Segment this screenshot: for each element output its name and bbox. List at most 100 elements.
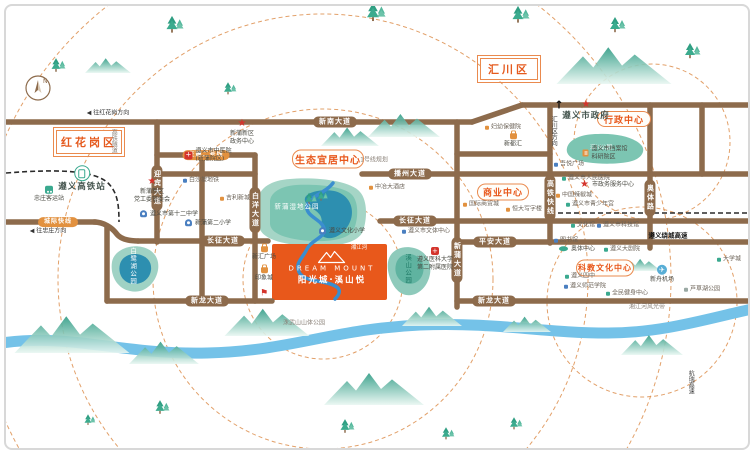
center-box: 行政中心 — [597, 111, 651, 127]
school-badge-icon — [184, 219, 192, 227]
label-text: 中冶大酒店 — [374, 183, 406, 191]
flag-icon: ⚑ — [259, 288, 269, 299]
label-text: 溪山公园 — [403, 254, 412, 284]
map-text-label: 中国辣椒城 — [555, 192, 592, 200]
shopping-bag-icon — [260, 243, 268, 253]
hospital-cross-icon: + — [184, 150, 193, 159]
park-area — [395, 254, 424, 284]
mountain-icon — [85, 58, 131, 73]
poi-label: 遵义文化小学 — [329, 227, 365, 235]
poi-label: 遵义市第十二中学 — [150, 210, 198, 218]
pine-tree-icon — [51, 58, 66, 72]
poi-label-line: 新蒲第二小学 — [194, 219, 232, 227]
road-label-pill: 新龙大道 — [472, 295, 516, 307]
road-label-pill: 新蒲大道 — [451, 237, 463, 283]
label-text: 湘江河风光带 — [628, 303, 666, 311]
label-text: 文化馆 — [576, 221, 596, 229]
poi-dot-icon — [401, 230, 406, 234]
poi-dot-icon — [553, 163, 558, 167]
dream-mount-logo-icon — [318, 250, 346, 264]
school-poi: 遵义文化小学 — [318, 227, 365, 235]
pine-tree-icon — [442, 427, 455, 440]
road-label-pill: 长征大道 — [201, 235, 245, 247]
map-text-label: 全民健身中心 — [605, 290, 648, 298]
district-box: 汇川区 — [477, 55, 541, 83]
park-area — [304, 190, 352, 239]
road-label-pill: 平安大道 — [473, 236, 517, 248]
star-poi: ★遵义市政府 — [562, 100, 610, 122]
stadium-poi: 奥体中心 — [558, 245, 595, 253]
map-text-label: 遵义市文体中心 — [401, 228, 450, 236]
map-text-label: 大学城 — [716, 255, 742, 264]
road-label-pill: 长征大道 — [393, 215, 437, 227]
road-label-pill: 奥体路 — [644, 179, 656, 217]
label-text: 遵义大剧院 — [609, 245, 641, 253]
radius-ring — [57, 13, 589, 448]
poi-dot-icon — [563, 285, 568, 289]
label-text: ◀ 往忠庄方向 — [29, 227, 67, 235]
label-text: 遵义市科技馆 — [602, 221, 640, 229]
poi-dot-icon — [683, 288, 688, 292]
poi-label: 奥体中心 — [571, 245, 595, 253]
poi-label-line: 新舟机场 — [649, 275, 675, 283]
poi-label-line: 遵义市第十二中学 — [149, 210, 199, 218]
poi-dot-icon — [564, 275, 569, 279]
poi-label-line: 新蒲新区 — [139, 188, 165, 195]
mountain-icon — [556, 47, 672, 84]
poi-dot-icon — [505, 208, 510, 212]
map-text-label: 湘江河 — [351, 245, 368, 251]
map-text-label: 洙武山山体公园 — [283, 320, 325, 328]
map-text-label: 遵义市人民医院 — [561, 175, 610, 183]
project-name-en: DREAM MOUNT — [288, 264, 376, 273]
label-text: 1号线规划 — [360, 156, 388, 164]
star-poi: ★新蒲新区党工委管委会 — [134, 177, 170, 203]
cross-poi: +遵义医科大学第二附属医院 — [417, 247, 453, 271]
poi-label-line: 奥体中心 — [570, 245, 596, 253]
school-poi: 新蒲第二小学 — [184, 219, 232, 227]
road — [469, 102, 525, 125]
mountain-icon — [402, 306, 462, 326]
pine-tree-icon — [367, 6, 386, 22]
poi-label: 遵义医科大学第二附属医院 — [417, 256, 453, 271]
map-text-label: 遵义市青少年宫 — [565, 201, 614, 209]
center-box: 生态宜居中心 — [292, 149, 364, 169]
map-text-label: 白鹭湖公园 — [128, 247, 137, 285]
pine-tree-icon — [166, 15, 184, 33]
train-poi: 遵义高铁站 — [58, 165, 106, 193]
poi-label: 忠庄客运站 — [34, 195, 64, 203]
label-text: ◀ 往红花岗方向 — [86, 109, 130, 117]
label-text: 妇幼保健院 — [490, 123, 522, 131]
map-text-label: 遵义绕城高速 — [649, 232, 688, 239]
label-text: 国际商贸城 — [468, 200, 500, 208]
radius-ring — [6, 6, 672, 448]
map-text-label: 湘江河风光带 — [628, 303, 666, 312]
poi-dot-icon — [603, 248, 608, 252]
map-text-label: 杭瑞高速 — [687, 370, 694, 394]
poi-label: 新汇广场 — [252, 253, 276, 261]
map-text-label: 遵义师范学院 — [563, 283, 606, 291]
plane-poi: ✈新舟机场 — [649, 264, 675, 284]
poi-label: 市政务服务中心 — [592, 181, 634, 189]
airport-plane-icon: ✈ — [656, 264, 667, 275]
mountain-icon — [503, 316, 551, 332]
poi-label-line: (新蒲院区) — [195, 155, 225, 162]
school-badge-icon — [139, 210, 147, 218]
center-box: 科教文化中心 — [576, 259, 634, 277]
road-label-pill: 在建二号线 — [182, 150, 230, 160]
label-text: 大学城 — [722, 255, 742, 263]
label-text: 芦草湖公园 — [689, 285, 721, 293]
poi-label-line: 市政务服务中心 — [591, 181, 634, 189]
poi-label-line: 遵义高铁站 — [58, 182, 106, 193]
label-text: 遵义绕城高速 — [648, 231, 688, 240]
poi-dot-icon — [484, 126, 489, 130]
label-text: 汇川区方向 — [550, 116, 558, 146]
map-text-label: 吾悦广场 — [553, 161, 584, 169]
poi-dot-icon — [561, 177, 566, 181]
poi-label-line: 第二附属医院 — [416, 263, 454, 271]
poi-label: 遵义市档案馆科研院区 — [591, 146, 627, 161]
label-text: 图书馆 — [559, 236, 579, 244]
poi-label: 遵义市政府 — [562, 111, 610, 122]
poi-label-line: 党工委管委会 — [133, 195, 171, 203]
label-text: 杭瑞高速 — [687, 370, 695, 394]
poi-label-line: 遵义文化小学 — [328, 227, 366, 235]
